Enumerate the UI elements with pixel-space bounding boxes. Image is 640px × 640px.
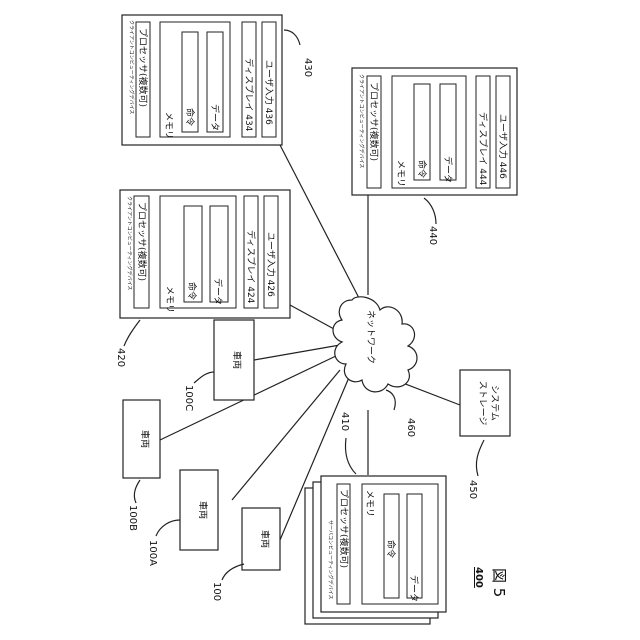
- client-processor-label: プロセッサ(複数可): [136, 202, 148, 281]
- storage-system: ストレージ システム 450: [460, 370, 510, 499]
- network-label: ネットワーク: [365, 310, 376, 364]
- server-ref-leader: [345, 438, 356, 474]
- network-ref-leader: [386, 390, 395, 410]
- server-processor-label: プロセッサ(複数可): [338, 489, 350, 568]
- vehicle-label: 車両: [197, 501, 209, 519]
- figure-number: 400: [473, 567, 484, 588]
- client-instructions-label: 命令: [416, 160, 428, 178]
- client-data-label: データ: [442, 156, 454, 183]
- client-data-label: データ: [209, 104, 221, 131]
- storage-label-line2: システム: [489, 385, 500, 421]
- client-processor-label: プロセッサ(複数可): [137, 28, 149, 107]
- link-client-430: [280, 145, 360, 300]
- client-ref-leader: [124, 320, 140, 346]
- figure-caption: 図 5: [490, 568, 508, 597]
- vehicle-ref: 100C: [183, 385, 194, 411]
- vehicle-100a: 車両 100A: [147, 470, 218, 566]
- vehicle-label: 車両: [259, 530, 271, 548]
- vehicle-100b: 車両 100B: [123, 400, 160, 531]
- storage-label-line1: ストレージ: [477, 381, 487, 426]
- client-memory-label: メモリ: [164, 286, 174, 313]
- vehicle-100: 車両 100: [211, 508, 280, 601]
- figure-caption-group: 400 図 5: [473, 567, 508, 597]
- client-title: クライアントコンピューティングデバイス: [126, 196, 133, 290]
- server-ref: 410: [339, 412, 350, 431]
- client-user-input-label: ユーザ入力 436: [263, 60, 275, 125]
- client-user-input-label: ユーザ入力 446: [497, 114, 509, 179]
- client-memory-label: メモリ: [395, 160, 405, 187]
- client-data-label: データ: [212, 278, 224, 305]
- vehicle-ref: 100A: [147, 540, 158, 566]
- client-processor-label: プロセッサ(複数可): [368, 82, 380, 161]
- client-user-input-label: ユーザ入力 426: [265, 232, 277, 297]
- link-vehicle-100c: [254, 345, 340, 360]
- server-memory-label: メモリ: [364, 490, 374, 517]
- vehicle-ref-leader: [222, 564, 244, 580]
- client-ref-leader: [424, 198, 436, 224]
- client-display-label: ディスプレイ 434: [243, 58, 255, 132]
- client-display-label: ディスプレイ 424: [245, 230, 257, 304]
- storage-ref: 450: [467, 480, 478, 499]
- client-ref: 420: [115, 348, 126, 367]
- client-instructions-label: 命令: [186, 282, 198, 300]
- vehicle-ref: 100B: [127, 505, 138, 531]
- client-instructions-label: 命令: [184, 108, 196, 126]
- server-instructions-label: 命令: [385, 540, 397, 558]
- client-display-label: ディスプレイ 444: [477, 112, 489, 186]
- client-ref: 440: [427, 226, 438, 245]
- storage-ref-leader: [476, 440, 484, 476]
- vehicle-label: 車両: [139, 430, 151, 448]
- client-ref-leader: [284, 30, 300, 45]
- client-memory-label: メモリ: [163, 112, 173, 139]
- client-title: クライアントコンピューティングデバイス: [358, 74, 365, 168]
- client-title: クライアントコンピューティングデバイス: [128, 20, 135, 114]
- client-ref: 430: [302, 58, 313, 77]
- vehicle-label: 車両: [231, 351, 243, 369]
- client-computing-device-420: クライアントコンピューティングデバイス プロセッサ(複数可) メモリ 命令 デー…: [115, 190, 290, 367]
- vehicle-ref: 100: [211, 582, 222, 601]
- client-computing-device-430: クライアントコンピューティングデバイス プロセッサ(複数可) メモリ 命令 デー…: [122, 15, 313, 145]
- vehicle-ref-leader: [134, 480, 140, 503]
- network-ref: 460: [405, 418, 416, 437]
- vehicle-ref-leader: [156, 520, 180, 536]
- server-data-label: データ: [408, 575, 420, 602]
- vehicle-ref-leader: [194, 372, 214, 383]
- server-computing-device: サーバコンピューティングデバイス プロセッサ(複数可) メモリ 命令 データ 4…: [305, 412, 446, 624]
- client-computing-device-440: クライアントコンピューティングデバイス プロセッサ(複数可) メモリ 命令 デー…: [352, 68, 517, 245]
- vehicle-100c: 車両 100C: [183, 320, 254, 411]
- server-title: サーバコンピューティングデバイス: [327, 520, 334, 600]
